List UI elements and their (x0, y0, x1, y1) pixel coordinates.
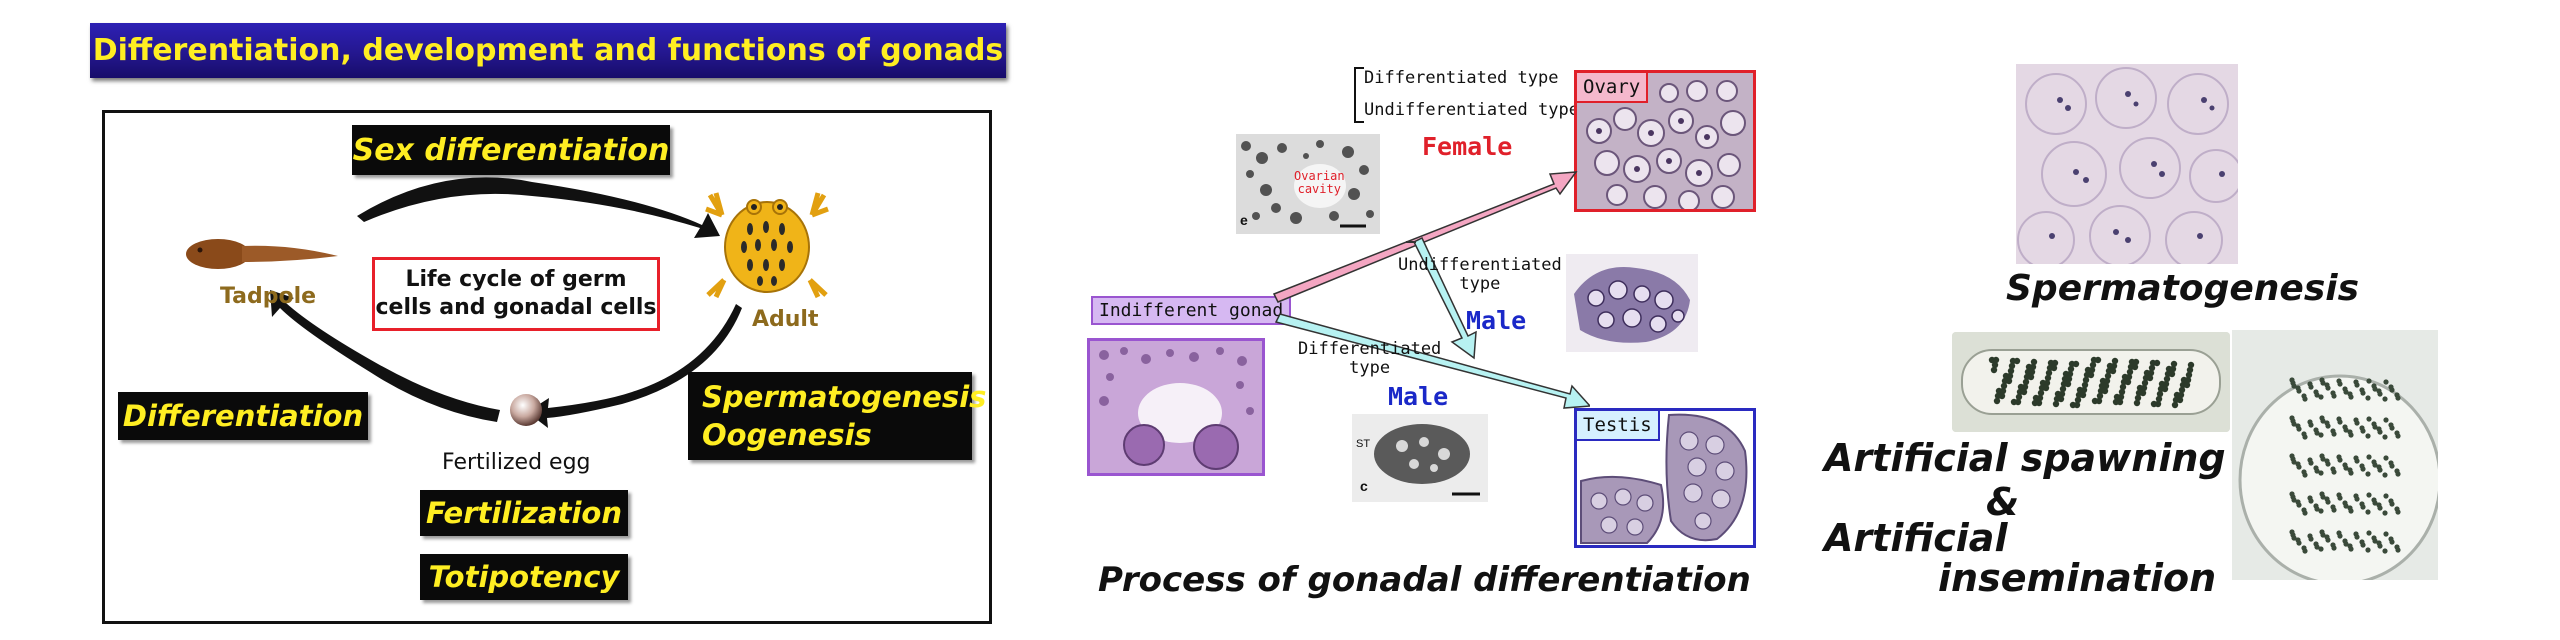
center-life-cycle-box: Life cycle of germ cells and gonadal cel… (372, 257, 660, 331)
differentiation-tag: Differentiation (118, 392, 368, 440)
indifferent-gonad-label: Indifferent gonad (1091, 296, 1292, 325)
artificial-spawning-caption: Artificial spawning (1824, 436, 2226, 480)
artificial-caption: Artificial (1824, 516, 2008, 560)
male-upper-label: Male (1466, 306, 1527, 335)
totipotency-tag: Totipotency (420, 554, 628, 600)
fertilized-egg-label: Fertilized egg (442, 450, 591, 475)
ovarian-cavity-line-1: Ovarian (1294, 169, 1345, 183)
egg-icon (510, 394, 542, 426)
insemination-caption: insemination (1938, 556, 2217, 600)
indifferent-gonad-micrograph (1087, 338, 1265, 476)
differentiated-type-label: Differentiated type (1298, 340, 1441, 378)
tadpole-label: Tadpole (220, 284, 317, 309)
fertilization-tag: Fertilization (420, 490, 628, 536)
ovarian-cavity-label: Ovarian cavity (1294, 170, 1345, 196)
arrow-to-ovary (1272, 171, 1578, 303)
page-title-banner: Differentiation, development and functio… (90, 23, 1006, 78)
sex-differentiation-tag: Sex differentiation (352, 125, 670, 175)
gonadal-process-caption: Process of gonadal differentiation (1098, 560, 1751, 600)
undiff-type-line-1: Undifferentiated (1398, 255, 1562, 275)
ovarian-cavity-micrograph: Ovarian cavity e (1236, 134, 1380, 234)
spermatogenesis-oogenesis-tag: Spermatogenesis Oogenesis (688, 372, 986, 460)
legend-bracket (1354, 67, 1364, 123)
undifferentiated-type-label: Undifferentiated type (1398, 256, 1562, 294)
panel-c-label: c (1360, 478, 1368, 494)
spermatogenesis-micrograph (2016, 64, 2238, 264)
arrow-tadpole-to-adult (357, 177, 720, 238)
spermatogenesis-caption: Spermatogenesis (2006, 268, 2360, 309)
adult-label: Adult (752, 307, 819, 332)
female-label: Female (1422, 132, 1513, 161)
arrow-to-testis (1274, 313, 1590, 409)
differentiation-arrows (1272, 171, 1590, 409)
spermatogenesis-label: Spermatogenesis (702, 380, 987, 414)
differentiated-male-micrograph: ST c (1352, 414, 1488, 502)
panel-e-label: e (1240, 212, 1248, 228)
petri-dish-photo (2232, 330, 2438, 580)
arrow-undifferentiated-male (1412, 236, 1477, 360)
st-label: ST (1356, 438, 1371, 450)
undifferentiated-male-micrograph (1566, 254, 1698, 352)
differentiation-label: Differentiation (122, 399, 364, 433)
ovary-label: Ovary (1577, 73, 1649, 103)
legend-undifferentiated: Undifferentiated type (1364, 100, 1579, 120)
testis-micrograph: Testis (1574, 408, 1756, 548)
arrow-adult-to-egg (527, 304, 742, 428)
diff-type-line-2: type (1349, 358, 1391, 378)
totipotency-label: Totipotency (428, 560, 620, 594)
arrow-egg-to-tadpole (270, 290, 500, 422)
tadpole-icon (186, 239, 338, 269)
diff-type-line-1: Differentiated (1298, 339, 1442, 359)
sex-differentiation-label: Sex differentiation (352, 132, 670, 168)
ampersand-caption: & (1986, 480, 2020, 524)
male-lower-label: Male (1388, 382, 1449, 411)
fertilization-label: Fertilization (425, 496, 623, 530)
oogenesis-label: Oogenesis (702, 418, 872, 452)
life-cycle-frame (102, 110, 992, 624)
legend-differentiated: Differentiated type (1364, 68, 1559, 88)
egg-tray-photo (1952, 332, 2230, 432)
center-line-1: Life cycle of germ (405, 267, 627, 292)
ovary-micrograph: Ovary (1574, 70, 1756, 212)
ovarian-cavity-line-2: cavity (1297, 182, 1341, 196)
life-cycle-arrows (270, 177, 742, 428)
frog-icon (705, 192, 829, 299)
page-title: Differentiation, development and functio… (92, 33, 1004, 68)
testis-label: Testis (1577, 411, 1660, 441)
undiff-type-line-2: type (1459, 274, 1501, 294)
center-line-2: cells and gonadal cells (375, 295, 657, 320)
